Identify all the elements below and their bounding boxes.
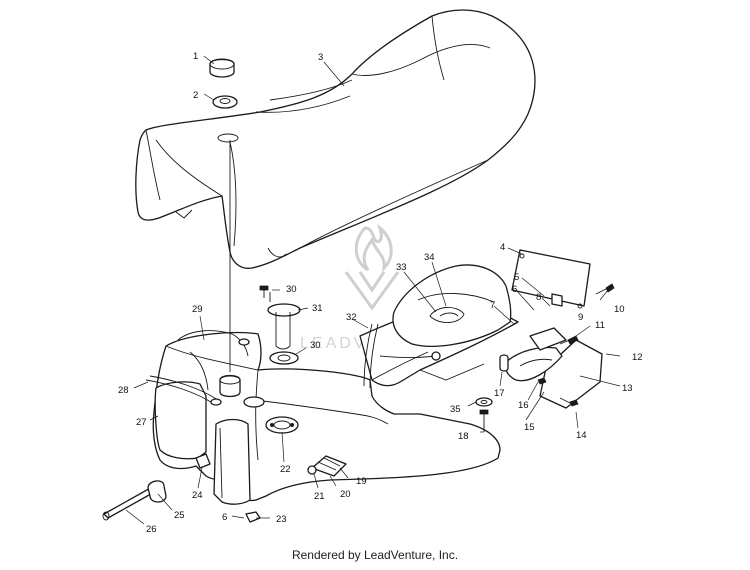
leader-lines	[125, 55, 621, 525]
callouts: 1 2 3 4 5 6 7 8 9 10 11 12 13 14 15 16 1…	[118, 51, 643, 535]
callout-22: 22	[280, 464, 291, 475]
watermark-logo	[344, 223, 400, 311]
callout-12: 12	[632, 352, 643, 363]
callout-17: 17	[494, 388, 505, 399]
gas-cap	[209, 58, 235, 78]
callout-34: 34	[424, 252, 435, 263]
fuel-tank	[102, 140, 603, 523]
callout-4: 4	[500, 242, 505, 253]
callout-1: 1	[193, 51, 198, 62]
callout-3: 3	[318, 52, 323, 63]
callout-30-top: 30	[286, 284, 297, 295]
callout-28: 28	[118, 385, 129, 396]
callout-24: 24	[192, 490, 203, 501]
callout-30-mid: 30	[310, 340, 321, 351]
callout-33: 33	[396, 262, 407, 273]
callout-35: 35	[450, 404, 461, 415]
callout-26: 26	[146, 524, 157, 535]
callout-18: 18	[458, 431, 469, 442]
callout-13: 13	[622, 383, 633, 394]
callout-6: 6	[512, 284, 517, 295]
callout-21: 21	[314, 491, 325, 502]
cap-gasket	[212, 95, 238, 109]
callout-16: 16	[518, 400, 529, 411]
rendered-by-footer: Rendered by LeadVenture, Inc.	[291, 548, 459, 562]
callout-6-bottom: 6	[222, 512, 227, 523]
callout-23: 23	[276, 514, 287, 525]
callout-15: 15	[524, 422, 535, 433]
seat	[135, 9, 536, 269]
callout-5: 5	[514, 272, 519, 283]
callout-27: 27	[136, 417, 147, 428]
callout-8: 8	[536, 292, 541, 303]
callout-9: 9	[578, 312, 583, 323]
callout-7: 7	[490, 300, 495, 311]
callout-11: 11	[595, 320, 605, 331]
callout-19: 19	[356, 476, 367, 487]
callout-14: 14	[576, 430, 587, 441]
callout-2: 2	[193, 90, 198, 101]
callout-32: 32	[346, 312, 357, 323]
callout-10: 10	[614, 304, 625, 315]
callout-20: 20	[340, 489, 351, 500]
callout-31: 31	[312, 303, 323, 314]
callout-29: 29	[192, 304, 203, 315]
mounting-plate	[511, 249, 615, 309]
callout-25: 25	[174, 510, 185, 521]
